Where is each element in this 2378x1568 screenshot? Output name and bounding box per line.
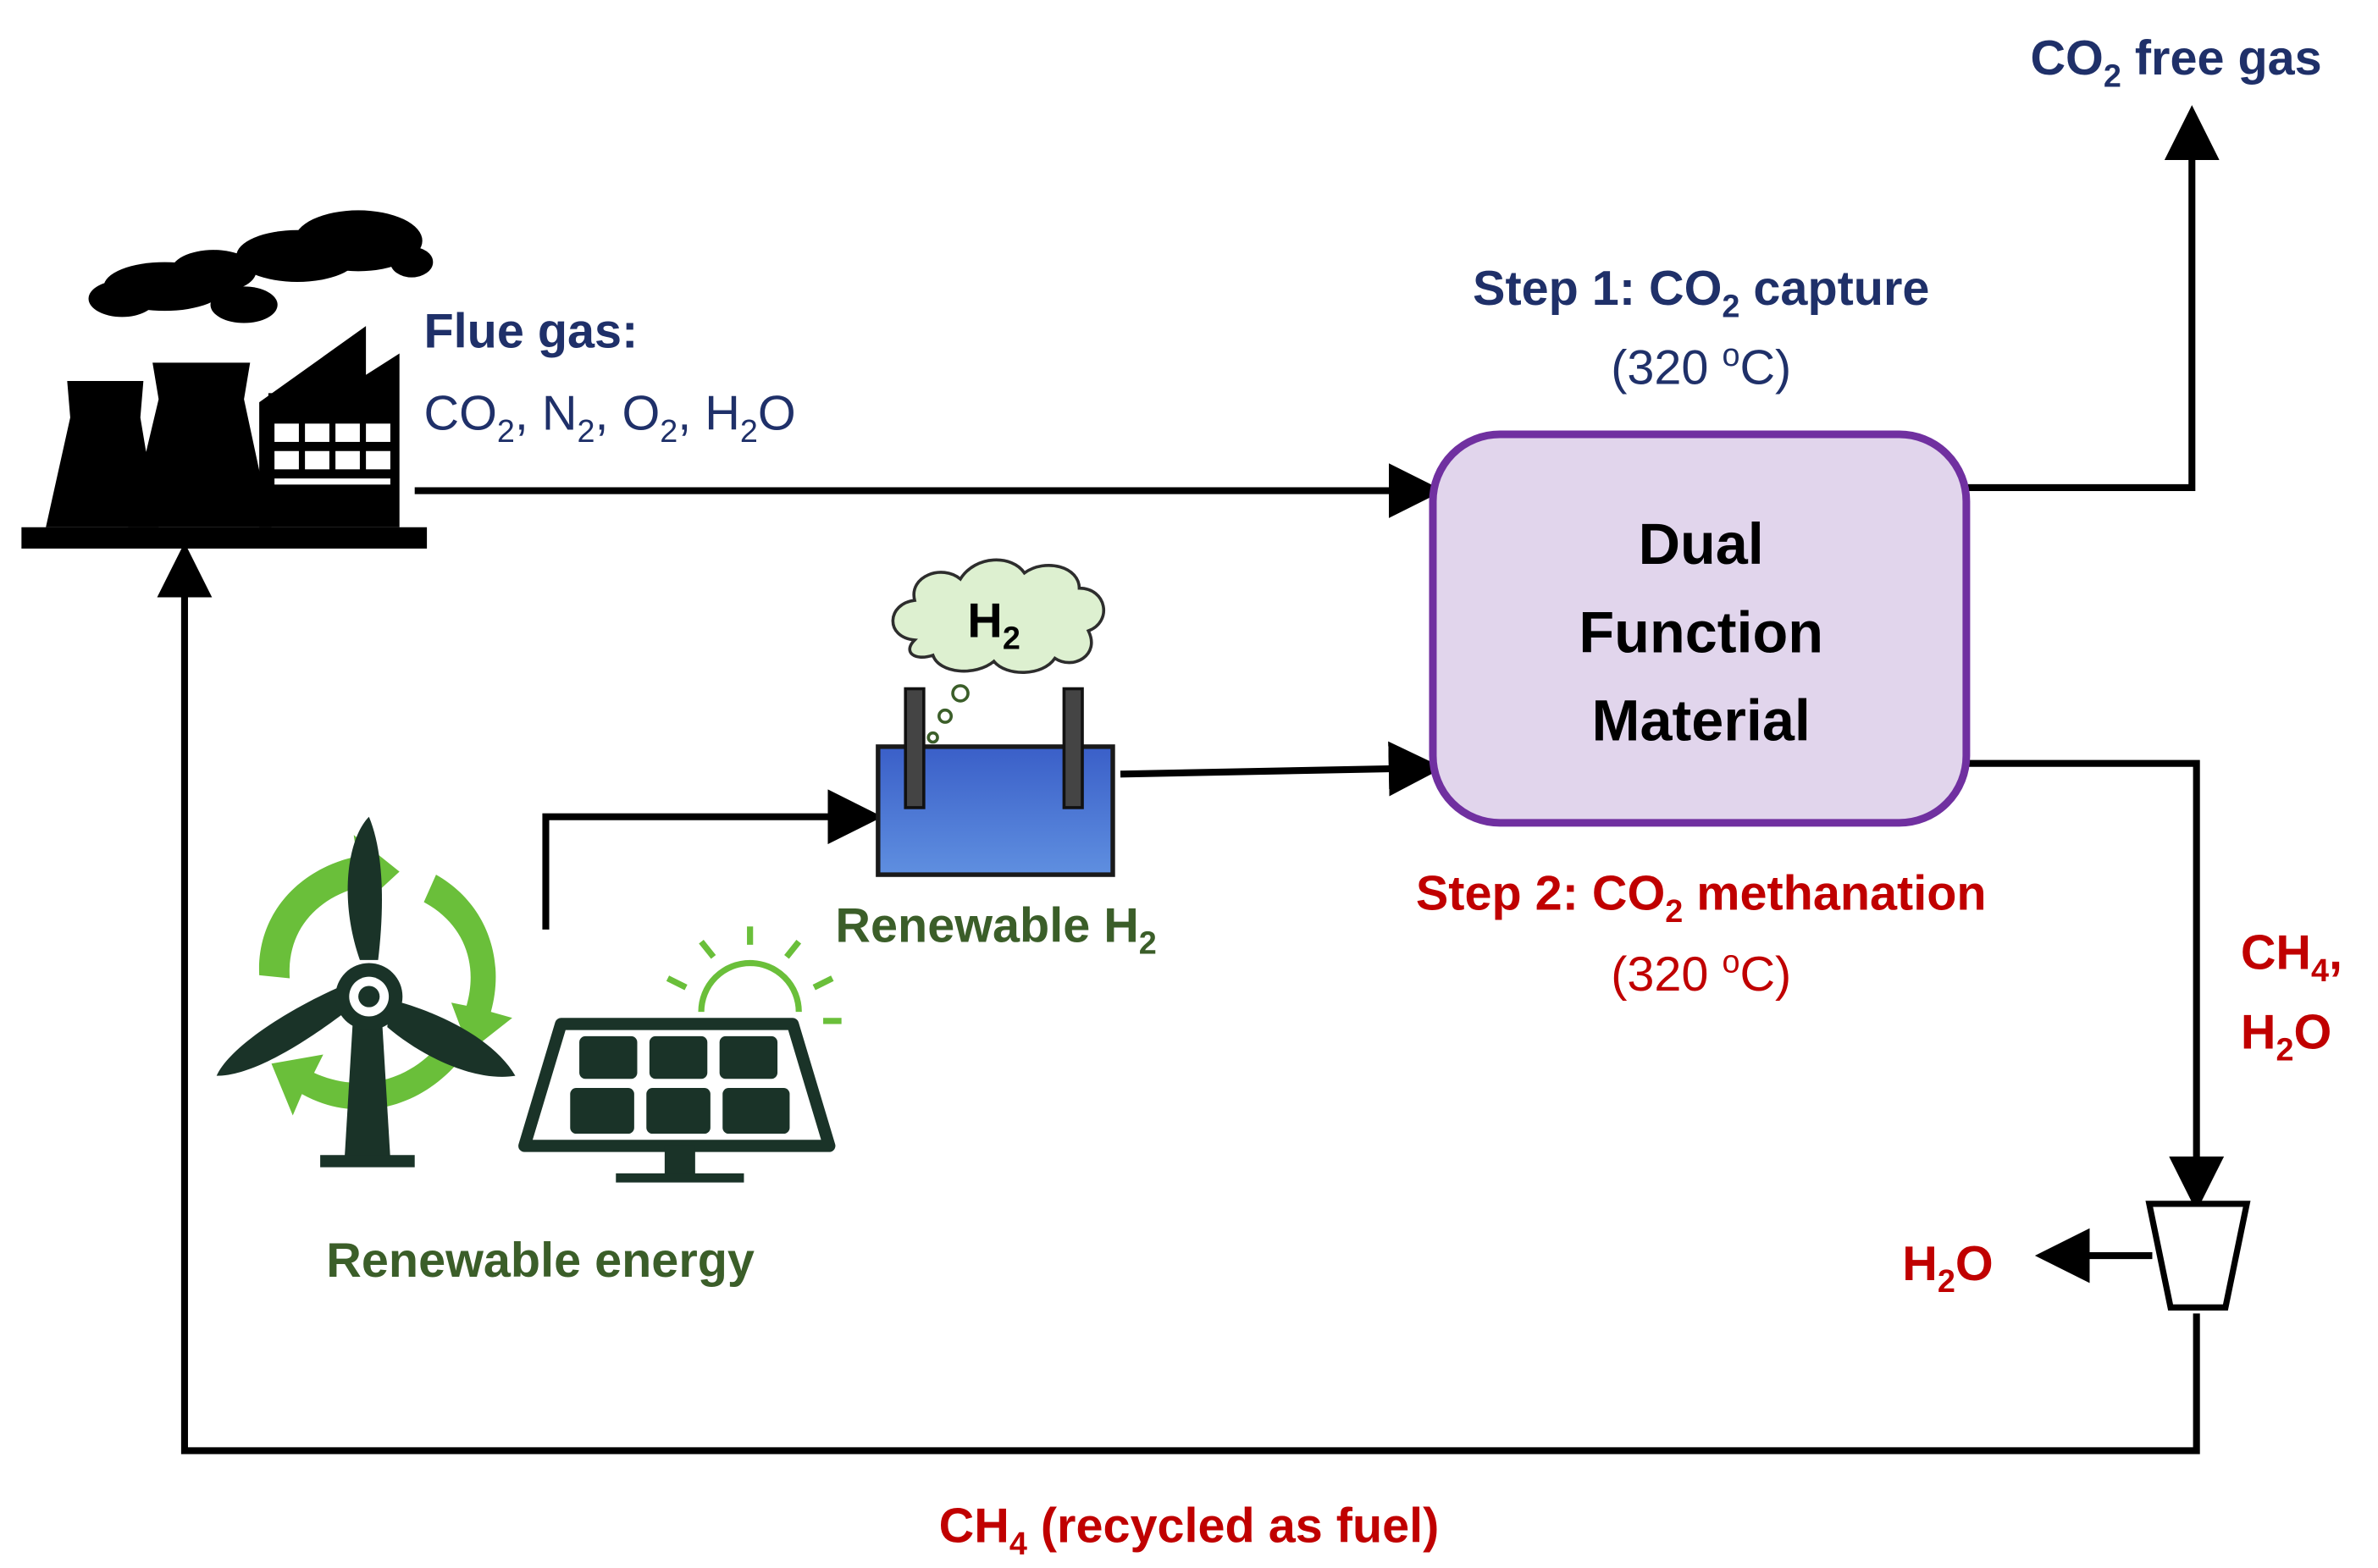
dfm-line-3: Material bbox=[1592, 689, 1811, 754]
h2-cloud-label: H2 bbox=[967, 594, 1020, 656]
sun-icon bbox=[666, 926, 842, 1024]
step1-label: Step 1: CO2 capture bbox=[1473, 262, 1929, 324]
dfm-reactor: Dual Function Material bbox=[1429, 430, 1971, 827]
ch4-label: CH4, bbox=[2241, 926, 2342, 989]
flow-lines bbox=[157, 105, 2225, 1455]
h2o-out-label: H2O bbox=[1902, 1237, 1993, 1300]
co2-free-gas-arrow bbox=[1963, 105, 2220, 491]
renewable-power-arrow bbox=[542, 789, 883, 930]
dfm-box bbox=[1429, 430, 1971, 827]
renewable-energy-label: Renewable energy bbox=[326, 1234, 755, 1288]
solar-panel-icon bbox=[518, 1018, 836, 1183]
electrolyzer-icon bbox=[876, 684, 1115, 877]
flue-gas-species: CO2, N2, O2, H2O bbox=[423, 387, 795, 450]
dfm-line-1: Dual bbox=[1639, 512, 1764, 577]
co2-free-gas-label: CO2 free gas bbox=[2030, 31, 2321, 94]
step1-temperature: (320 oC) bbox=[1611, 338, 1791, 395]
step2-label: Step 2: CO2 methanation bbox=[1416, 866, 1987, 929]
renewable-h2-label: Renewable H2 bbox=[835, 898, 1156, 961]
flue-gas-title: Flue gas: bbox=[423, 304, 638, 358]
separator-icon bbox=[2145, 1201, 2251, 1311]
factory-icon bbox=[21, 210, 434, 549]
wind-turbine-icon bbox=[216, 816, 516, 1168]
cloud-icon: H2 bbox=[891, 558, 1105, 674]
h2-feed-arrow bbox=[1120, 741, 1444, 797]
dfm-line-2: Function bbox=[1579, 600, 1823, 665]
product-gas-arrow bbox=[1963, 759, 2225, 1212]
ch4-recycled-label: CH4 (recycled as fuel) bbox=[939, 1499, 1440, 1561]
h2o-label: H2O bbox=[2241, 1005, 2331, 1068]
step2-temperature: (320 oC) bbox=[1611, 944, 1791, 1002]
ch4-recycle-arrow bbox=[157, 542, 2200, 1455]
